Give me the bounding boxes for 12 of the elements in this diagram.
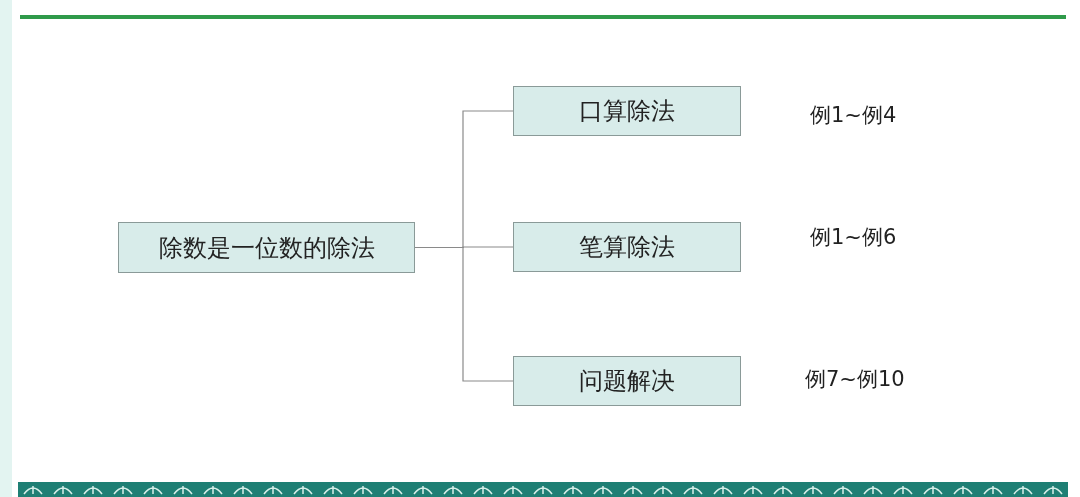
topic-label: 问题解决 <box>579 366 675 397</box>
example-range-label: 例7~例10 <box>805 366 905 393</box>
topic-label: 笔算除法 <box>579 232 675 263</box>
example-range-label: 例1~例6 <box>810 224 897 251</box>
topic-label: 口算除法 <box>579 96 675 127</box>
topic-box <box>513 86 741 136</box>
connector-line <box>414 246 514 382</box>
topic-box <box>513 356 741 406</box>
example-range-label: 例1~例4 <box>810 102 897 129</box>
topic-box <box>513 222 741 272</box>
topic-box <box>118 222 415 273</box>
topic-label: 除数是一位数的除法 <box>158 232 375 264</box>
